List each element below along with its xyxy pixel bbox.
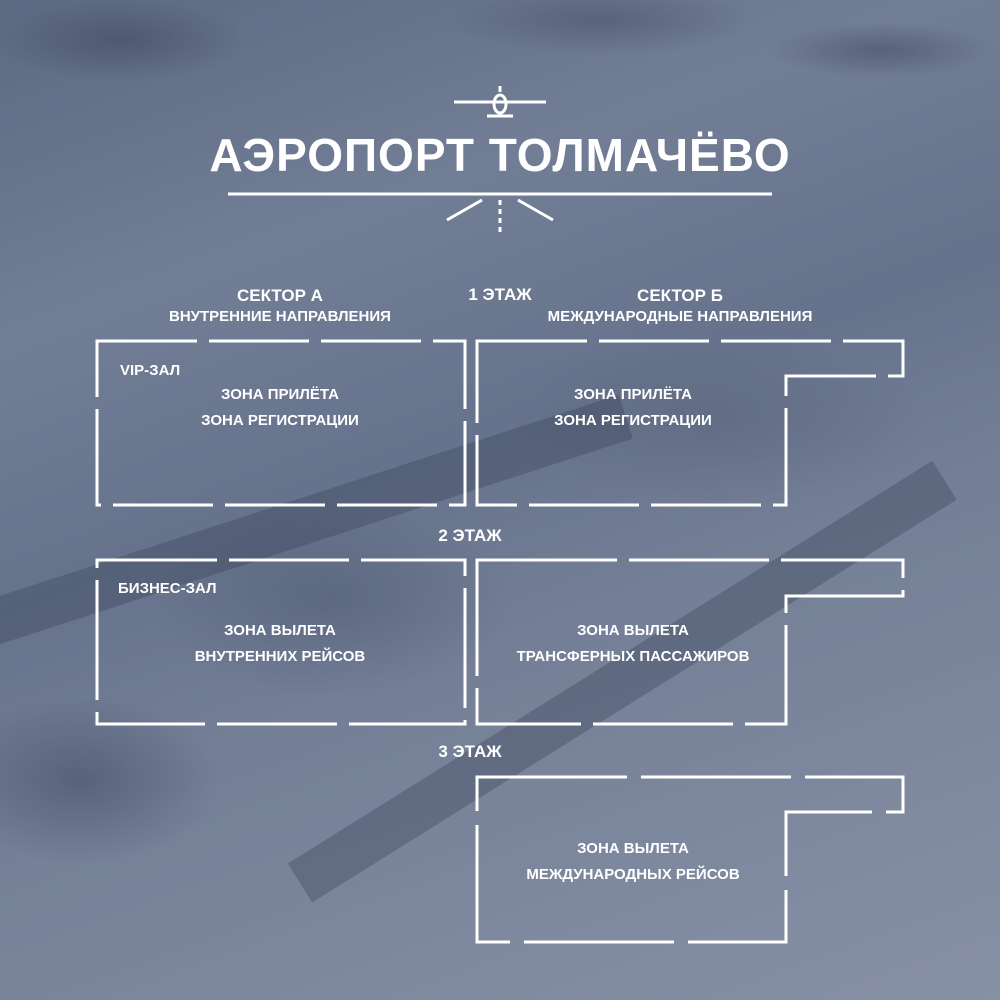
page-title: АЭРОПОРТ ТОЛМАЧЁВО xyxy=(209,129,791,181)
floor1-sector-a-zones: ЗОНА ПРИЛЁТА ЗОНА РЕГИСТРАЦИИ xyxy=(130,382,430,434)
floor3-sector-b-zones: ЗОНА ВЫЛЕТА МЕЖДУНАРОДНЫХ РЕЙСОВ xyxy=(483,836,783,888)
sector-a-title: СЕКТОР А xyxy=(237,286,323,305)
zone-label: ЗОНА РЕГИСТРАЦИИ xyxy=(554,412,712,429)
sector-b-subtitle: МЕЖДУНАРОДНЫЕ НАПРАВЛЕНИЯ xyxy=(547,308,813,325)
zone-label: ТРАНСФЕРНЫХ ПАССАЖИРОВ xyxy=(516,648,750,665)
floor2-sector-a-zones: ЗОНА ВЫЛЕТА ВНУТРЕННИХ РЕЙСОВ xyxy=(130,618,430,670)
floor-2-label: 2 ЭТАЖ xyxy=(438,526,502,545)
zone-label: ЗОНА ВЫЛЕТА xyxy=(224,622,336,639)
floor-1-label: 1 ЭТАЖ xyxy=(468,285,532,304)
vip-lounge-label: VIP-ЗАЛ xyxy=(120,362,181,379)
sector-a-header: СЕКТОР А ВНУТРЕННИЕ НАПРАВЛЕНИЯ xyxy=(130,285,430,327)
floor-3-label: 3 ЭТАЖ xyxy=(438,742,502,761)
airplane-icon xyxy=(454,86,546,118)
sector-a-subtitle: ВНУТРЕННИЕ НАПРАВЛЕНИЯ xyxy=(169,308,391,325)
floor1-sector-b-frame xyxy=(475,339,905,507)
zone-label: ЗОНА ВЫЛЕТА xyxy=(577,622,689,639)
zone-label: ЗОНА ВЫЛЕТА xyxy=(577,840,689,857)
floor2-sector-b-frame xyxy=(475,558,905,726)
sector-b-header: СЕКТОР Б МЕЖДУНАРОДНЫЕ НАПРАВЛЕНИЯ xyxy=(520,285,840,327)
floor3-sector-b-frame xyxy=(475,775,905,944)
zone-label: ЗОНА ПРИЛЁТА xyxy=(574,386,692,403)
zone-label: ЗОНА ПРИЛЁТА xyxy=(221,386,339,403)
floor2-sector-a-frame xyxy=(95,558,467,726)
business-lounge-label: БИЗНЕС-ЗАЛ xyxy=(118,580,217,597)
zone-label: ЗОНА РЕГИСТРАЦИИ xyxy=(201,412,359,429)
floor1-sector-a-frame xyxy=(95,339,467,507)
runway-perspective-icon xyxy=(446,198,554,232)
floor1-sector-b-zones: ЗОНА ПРИЛЁТА ЗОНА РЕГИСТРАЦИИ xyxy=(483,382,783,434)
floor2-sector-b-zones: ЗОНА ВЫЛЕТА ТРАНСФЕРНЫХ ПАССАЖИРОВ xyxy=(483,618,783,670)
zone-label: МЕЖДУНАРОДНЫХ РЕЙСОВ xyxy=(526,866,740,883)
sector-b-title: СЕКТОР Б xyxy=(637,286,723,305)
zone-label: ВНУТРЕННИХ РЕЙСОВ xyxy=(194,648,366,665)
